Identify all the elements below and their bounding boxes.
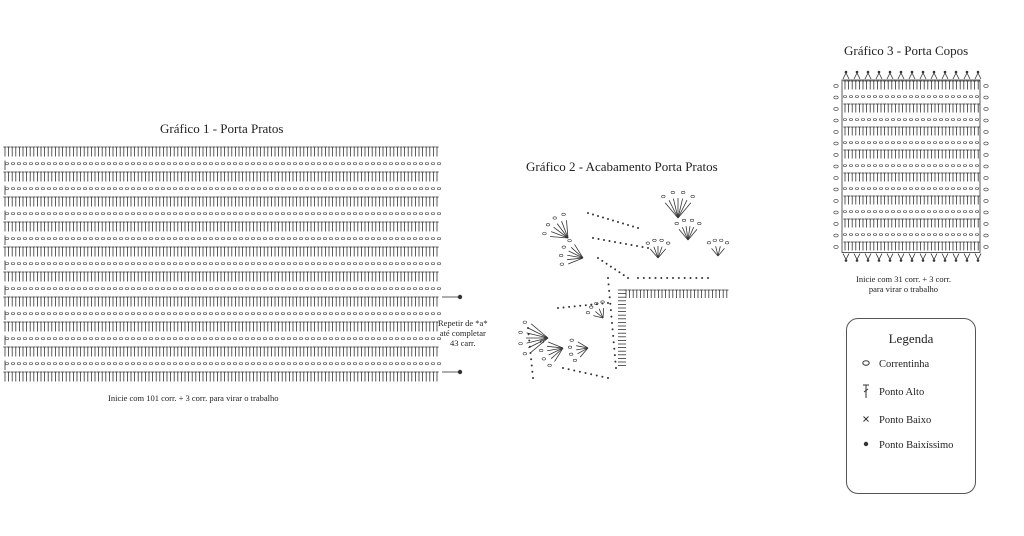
double-crochet-icon (859, 383, 873, 402)
chart1-title: Gráfico 1 - Porta Pratos (160, 121, 284, 136)
legend-label: Correntinha (879, 359, 930, 370)
start-note-line: para virar o trabalho (868, 284, 939, 294)
legend-label: Ponto Baixo (879, 415, 932, 426)
single-crochet-icon (859, 415, 873, 426)
chain-icon (859, 359, 873, 370)
chart2-edging-diagram (518, 191, 730, 379)
repeat-note-line: Repetir de *a* (438, 318, 488, 328)
legend-label: Ponto Alto (879, 387, 925, 398)
chart1-repeat-note: Repetir de *a* até completar 43 carr. (438, 318, 488, 348)
legend-title: Legenda (888, 331, 934, 346)
start-note-line: Inicie com 31 corr. + 3 corr. (856, 274, 951, 284)
chart1-stitch-grid (3, 146, 463, 382)
chart3-title: Gráfico 3 - Porta Copos (844, 43, 969, 58)
legend-label: Ponto Baixíssimo (879, 440, 954, 451)
legend-box: Legenda Correntinha Ponto Alto Ponto Bai… (846, 318, 976, 494)
legend-item-double-crochet: Ponto Alto (859, 383, 924, 402)
chart1-start-note: Inicie com 101 corr. + 3 corr. para vira… (108, 393, 279, 403)
legend-item-single-crochet: Ponto Baixo (859, 415, 931, 426)
slip-stitch-icon (859, 440, 873, 451)
legend-item-slip-stitch: Ponto Baixíssimo (859, 440, 953, 451)
repeat-note-line: até completar (439, 328, 486, 338)
chart3-stitch-square (833, 70, 989, 262)
repeat-note-line: 43 carr. (450, 338, 476, 348)
legend-item-chain: Correntinha (859, 359, 929, 370)
chart3-start-note: Inicie com 31 corr. + 3 corr. para virar… (856, 274, 951, 294)
chart2-title: Gráfico 2 - Acabamento Porta Pratos (526, 159, 718, 174)
